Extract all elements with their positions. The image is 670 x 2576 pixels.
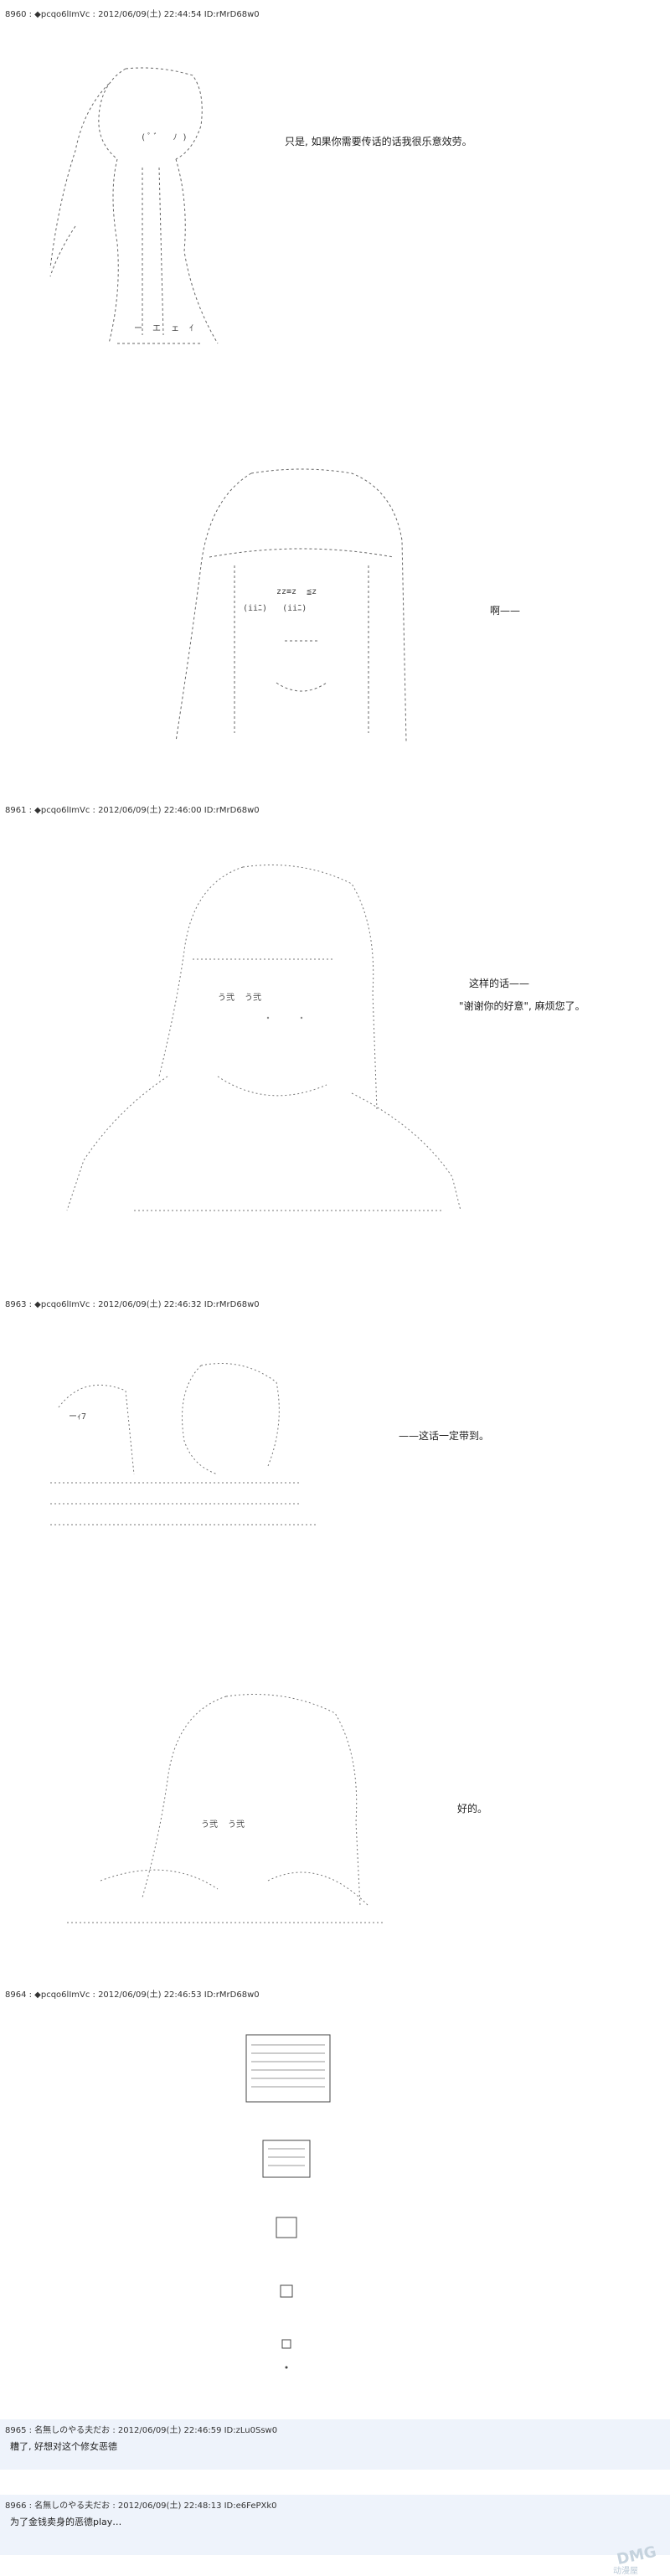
aa-mid-line: zz≡z ≦z bbox=[276, 587, 317, 596]
aa-art-girl-profile bbox=[49, 67, 219, 344]
aa-art-nun-bowing bbox=[66, 865, 461, 1211]
aa-art-nun-smile bbox=[67, 1694, 385, 1923]
post-header-8961: 8961 : ◆pcqo6lImVc : 2012/06/09(土) 22:46… bbox=[5, 806, 260, 815]
shrinking-squares-art bbox=[245, 2034, 331, 2369]
watermark-logo: DMG bbox=[616, 2543, 658, 2568]
post-header-8960: 8960 : ◆pcqo6lImVc : 2012/06/09(土) 22:44… bbox=[5, 10, 260, 19]
aa-face-line: う弐 う弐 bbox=[201, 1820, 245, 1830]
post-header-8963: 8963 : ◆pcqo6lImVc : 2012/06/09(土) 22:46… bbox=[5, 1300, 260, 1309]
comment-body: 糟了, 好想对这个修女恶德 bbox=[10, 2441, 117, 2452]
aa-face-line: (iiﾆ) (iiﾆ) bbox=[243, 604, 307, 613]
aa-face-line: ( ﾟ ﾞ ﾉ ) bbox=[141, 133, 188, 142]
dialogue-line-4: ——这话一定带到。 bbox=[399, 1430, 490, 1442]
dialogue-line-3a: 这样的话—— bbox=[469, 978, 530, 989]
post-header-8964: 8964 : ◆pcqo6lImVc : 2012/06/09(土) 22:46… bbox=[5, 1990, 260, 2000]
watermark-text: 动漫屋 bbox=[613, 2567, 638, 2576]
comment-8966: 8966 : 名無しのやる夫だお : 2012/06/09(土) 22:48:1… bbox=[0, 2495, 670, 2555]
comment-body: 为了金钱卖身的恶德play… bbox=[10, 2517, 122, 2527]
comment-8965: 8965 : 名無しのやる夫だお : 2012/06/09(土) 22:46:5… bbox=[0, 2419, 670, 2470]
aa-face-line: う弐 う弐 bbox=[218, 994, 262, 1003]
aa-left-line: ーｨ7 bbox=[69, 1412, 87, 1422]
dialogue-line-2: 啊—— bbox=[490, 605, 521, 617]
dialogue-line-5: 好的。 bbox=[457, 1803, 488, 1815]
aa-art-nun-closeup bbox=[175, 468, 407, 742]
aa-art-two-figures bbox=[50, 1363, 318, 1525]
aa-bottom-line: ー エ ェ ｲ bbox=[134, 324, 194, 333]
comment-header: 8966 : 名無しのやる夫だお : 2012/06/09(土) 22:48:1… bbox=[5, 2501, 277, 2511]
comment-header: 8965 : 名無しのやる夫だお : 2012/06/09(土) 22:46:5… bbox=[5, 2426, 278, 2435]
dialogue-line-3b: "谢谢你的好意", 麻烦您了。 bbox=[459, 1000, 585, 1012]
dialogue-line-1: 只是, 如果你需要传话的话我很乐意效劳。 bbox=[285, 136, 472, 147]
